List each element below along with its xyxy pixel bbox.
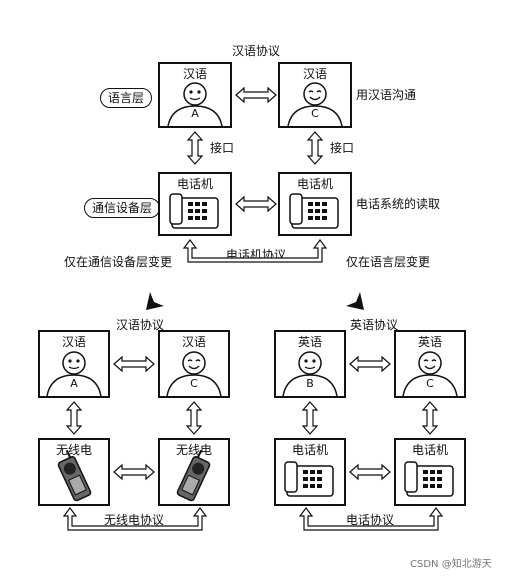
interface-left-label: 接口 [210,141,235,155]
double-arrow-icon [235,86,277,104]
br-phone-left-box: 电话机 [274,438,346,506]
bl-person-a-figure [46,351,102,396]
br-phone-right-title: 电话机 [411,443,448,457]
bl-person-c-language: 汉语 [181,335,206,349]
double-arrow-icon [421,401,439,435]
language-layer-tag: 语言层 [100,88,153,108]
double-arrow-icon [65,401,83,435]
protocol-connector [182,239,328,263]
person-c-language: 汉语 [302,67,327,81]
bl-person-c-figure [166,351,222,396]
bottom-left-protocol-label: 汉语协议 [116,318,165,332]
double-arrow-icon [113,355,155,373]
person-c-figure [287,82,343,126]
device-layer-tag: 通信设备层 [84,198,161,218]
br-person-b-figure [282,351,338,396]
bl-person-a-box: 汉语 A [38,330,110,398]
phone-right-box: 电话机 [278,172,352,236]
person-a-figure [167,82,223,126]
bottom-right-protocol-label: 英语协议 [350,318,399,332]
double-arrow-icon [185,401,203,435]
double-arrow-icon [235,195,277,213]
protocol-connector [62,507,208,531]
double-arrow-icon [349,463,391,481]
interface-right-label: 接口 [330,141,355,155]
phone-left-box: 电话机 [158,172,232,236]
person-c-letter: C [311,107,319,120]
br-person-c-box: 英语 C [394,330,466,398]
telephone-icon [404,461,454,497]
br-person-b-box: 英语 B [274,330,346,398]
br-person-c-letter: C [426,377,434,390]
double-arrow-icon [301,401,319,435]
device-side-note: 电话系统的读取 [356,197,441,211]
change-left-label: 仅在通信设备层变更 [64,255,173,269]
double-arrow-icon [306,131,324,165]
br-phone-right-box: 电话机 [394,438,466,506]
telephone-icon [289,193,339,229]
radio-right-title: 无线电 [175,443,212,457]
br-person-c-language: 英语 [417,335,442,349]
top-protocol-label: 汉语协议 [232,44,281,58]
br-phone-protocol-label: 电话协议 [346,513,395,527]
bl-person-a-language: 汉语 [61,335,86,349]
walkie-talkie-icon [176,449,211,502]
radio-protocol-label: 无线电协议 [104,513,165,527]
person-a-letter: A [191,107,199,120]
br-person-c-figure [402,351,458,396]
big-arrow-down-right-icon [332,278,364,310]
br-person-b-language: 英语 [297,335,322,349]
phone-right-title: 电话机 [296,177,333,191]
person-a-box: 汉语 A [158,62,232,128]
radio-left-title: 无线电 [55,443,92,457]
radio-right-box: 无线电 [158,438,230,506]
protocol-connector [298,507,444,531]
bl-person-c-letter: C [190,377,198,390]
double-arrow-icon [113,463,155,481]
language-side-note: 用汉语沟通 [356,88,417,102]
walkie-talkie-icon [57,449,92,502]
double-arrow-icon [349,355,391,373]
telephone-icon [169,193,219,229]
phone-left-title: 电话机 [176,177,213,191]
change-right-label: 仅在语言层变更 [346,255,431,269]
telephone-icon [284,461,334,497]
bl-person-a-letter: A [70,377,78,390]
br-phone-left-title: 电话机 [291,443,328,457]
double-arrow-icon [186,131,204,165]
br-person-b-letter: B [306,377,314,390]
bl-person-c-box: 汉语 C [158,330,230,398]
radio-left-box: 无线电 [38,438,110,506]
person-a-language: 汉语 [182,67,207,81]
person-c-box: 汉语 C [278,62,352,128]
big-arrow-down-left-icon [146,278,178,310]
watermark: CSDN @知北游天 [410,559,492,570]
